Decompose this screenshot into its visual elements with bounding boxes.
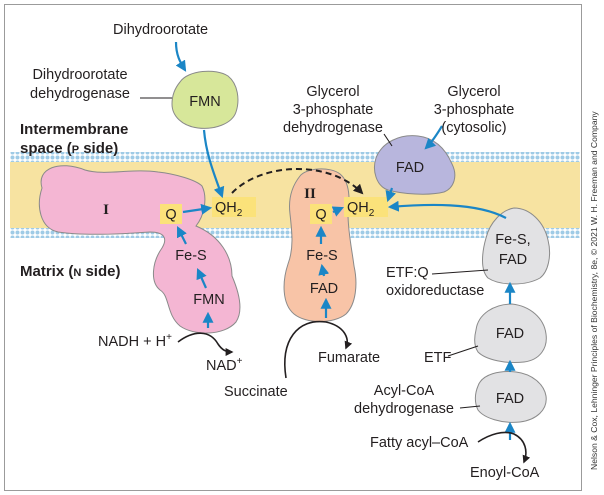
dhodh-fmn-text: FMN bbox=[189, 94, 220, 110]
dhodh-label-line2: dehydrogenase bbox=[30, 86, 130, 102]
arrow-q-to-qh2-ii bbox=[331, 206, 345, 217]
enoyl-coa-label: Enoyl-CoA bbox=[470, 465, 540, 481]
g3p-label-line1: Glycerol bbox=[447, 84, 500, 100]
qh2-text-complex-i: QH2 bbox=[215, 200, 243, 219]
acyl-dh-label-line1: Acyl-CoA bbox=[374, 383, 435, 399]
dhodh-fmn-shape bbox=[171, 70, 239, 129]
complex-i-shape bbox=[38, 165, 241, 334]
succinate-curve bbox=[284, 320, 353, 379]
fad-text-complex-ii: FAD bbox=[310, 281, 338, 297]
nad-label: NAD+ bbox=[206, 356, 243, 374]
etfq-label-line1: ETF:Q bbox=[386, 265, 429, 281]
ims-side-label: space (P side) bbox=[20, 140, 118, 157]
substrate-curves bbox=[177, 320, 531, 464]
arrow-fad-to-qh2-g3pdh bbox=[385, 187, 397, 203]
fumarate-label: Fumarate bbox=[318, 350, 380, 366]
etf-fad-text: FAD bbox=[496, 326, 524, 342]
arrow-fmn-to-fes-i bbox=[196, 267, 208, 289]
qh2-box-complex-ii bbox=[344, 197, 388, 217]
qh2-box-complex-i bbox=[212, 197, 256, 217]
g3pdh-label-line3: dehydrogenase bbox=[283, 120, 383, 136]
etfq-label-line2: oxidoreductase bbox=[386, 283, 484, 299]
fes-text-complex-i: Fe-S bbox=[175, 248, 206, 264]
q-text-complex-ii: Q bbox=[315, 207, 326, 223]
complex-i-label: I bbox=[103, 202, 109, 218]
arrow-fad-to-fes-ii bbox=[318, 263, 330, 277]
arrow-g3p-to-fad bbox=[424, 125, 443, 150]
figure-frame bbox=[4, 4, 582, 491]
succinate-label: Succinate bbox=[224, 384, 288, 400]
g3p-label-line2: 3-phosphate bbox=[434, 102, 515, 118]
etfq-fes-text: Fe-S, bbox=[495, 232, 530, 248]
arrow-fes-to-q-i bbox=[177, 226, 187, 245]
g3pdh-label-line2: 3-phosphate bbox=[293, 102, 374, 118]
fatty-acyl-label: Fatty acyl–CoA bbox=[370, 435, 469, 451]
arrow-fmn-to-qh2 bbox=[202, 129, 225, 199]
electron-flow-arrows bbox=[174, 41, 516, 440]
complex-ii-label: II bbox=[304, 186, 316, 202]
qh2-text-complex-ii: QH2 bbox=[347, 200, 375, 219]
leader-lines bbox=[140, 97, 489, 409]
qh2-pool-dashed-arrow bbox=[231, 168, 364, 195]
etf-shape bbox=[474, 303, 547, 363]
acyl-dh-shape bbox=[474, 371, 547, 423]
acyl-dh-fad-text: FAD bbox=[496, 391, 524, 407]
acyl-dh-label-line2: dehydrogenase bbox=[354, 401, 454, 417]
nadh-curve bbox=[177, 332, 234, 356]
arrow-q-to-qh2-i bbox=[182, 203, 213, 215]
dihydroorotate-label: Dihydroorotate bbox=[113, 22, 208, 38]
etfq-shape bbox=[482, 207, 551, 285]
fatty-acyl-curve bbox=[477, 431, 531, 464]
q-box-complex-ii bbox=[310, 204, 332, 224]
g3pdh-label-line1: Glycerol bbox=[306, 84, 359, 100]
etf-label: ETF bbox=[424, 350, 452, 366]
arrow-dihydroorotate-to-fmn bbox=[174, 41, 187, 72]
g3pdh-fad-text: FAD bbox=[396, 160, 424, 176]
etfq-fad-text: FAD bbox=[499, 252, 527, 268]
q-box-complex-i bbox=[160, 204, 182, 224]
g3pdh-fad-shape bbox=[374, 135, 456, 195]
dhodh-label-line1: Dihydroorotate bbox=[32, 67, 127, 83]
fes-text-complex-ii: Fe-S bbox=[306, 248, 337, 264]
g3p-label-line3: (cytosolic) bbox=[441, 120, 506, 136]
ims-label: Intermembrane bbox=[20, 121, 128, 138]
q-text-complex-i: Q bbox=[165, 207, 176, 223]
fmn-text-complex-i: FMN bbox=[193, 292, 224, 308]
nadh-label: NADH + H+ bbox=[98, 332, 172, 350]
matrix-label: Matrix (N side) bbox=[20, 263, 120, 280]
arrow-etfq-to-qh2 bbox=[387, 200, 507, 219]
complex-ii-shape bbox=[283, 168, 357, 322]
publisher-credit: Nelson & Cox, Lehninger Principles of Bi… bbox=[589, 111, 599, 470]
